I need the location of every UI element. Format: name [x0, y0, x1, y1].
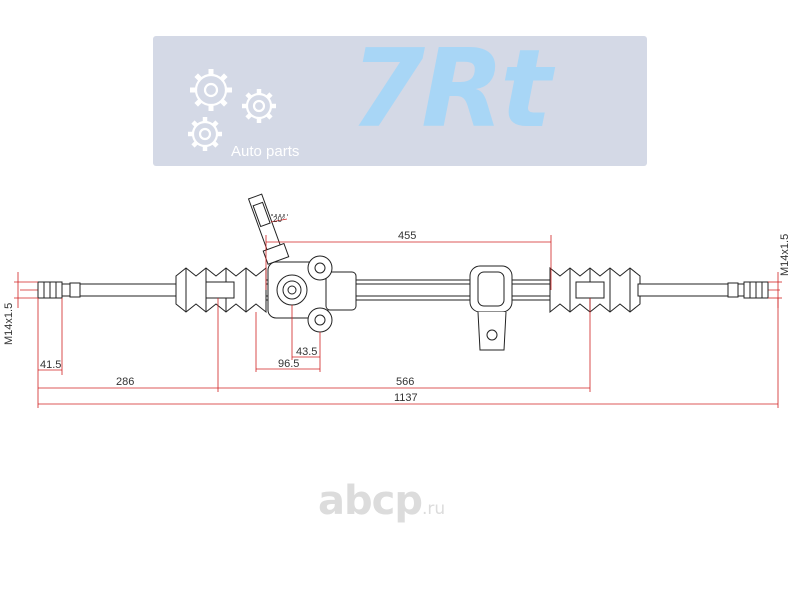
brand-logo-text: 7Rt: [350, 27, 552, 152]
watermark-suffix: .ru: [421, 499, 446, 519]
watermark: abcp.ru: [318, 478, 445, 524]
left-boot: [175, 266, 267, 314]
rack-span-label: 455: [398, 230, 416, 242]
input-shaft: [247, 193, 290, 265]
logo-panel: [153, 36, 647, 166]
right-boot: [549, 266, 641, 314]
left-section-label: 286: [116, 376, 134, 388]
logo-tagline: Auto parts: [231, 143, 300, 160]
steering-rack-drawing: [20, 193, 780, 351]
pinion-center-label: 96.5: [278, 358, 299, 370]
end-length-label: 41.5: [40, 359, 61, 371]
overall-length-label: 1137: [394, 392, 418, 404]
gears-icon: [188, 69, 276, 151]
mounting-bracket: [469, 265, 513, 351]
middle-section-label: 566: [396, 376, 414, 388]
left-thread-label: M14x1.5: [3, 303, 15, 345]
right-thread-label: M14x1.5: [779, 234, 791, 276]
angle-label: 20°: [273, 215, 285, 224]
pinion-offset-label: 43.5: [296, 346, 317, 358]
dimension-lines: [14, 218, 782, 408]
watermark-text: abcp: [318, 478, 423, 524]
pinion-housing: [267, 255, 357, 333]
